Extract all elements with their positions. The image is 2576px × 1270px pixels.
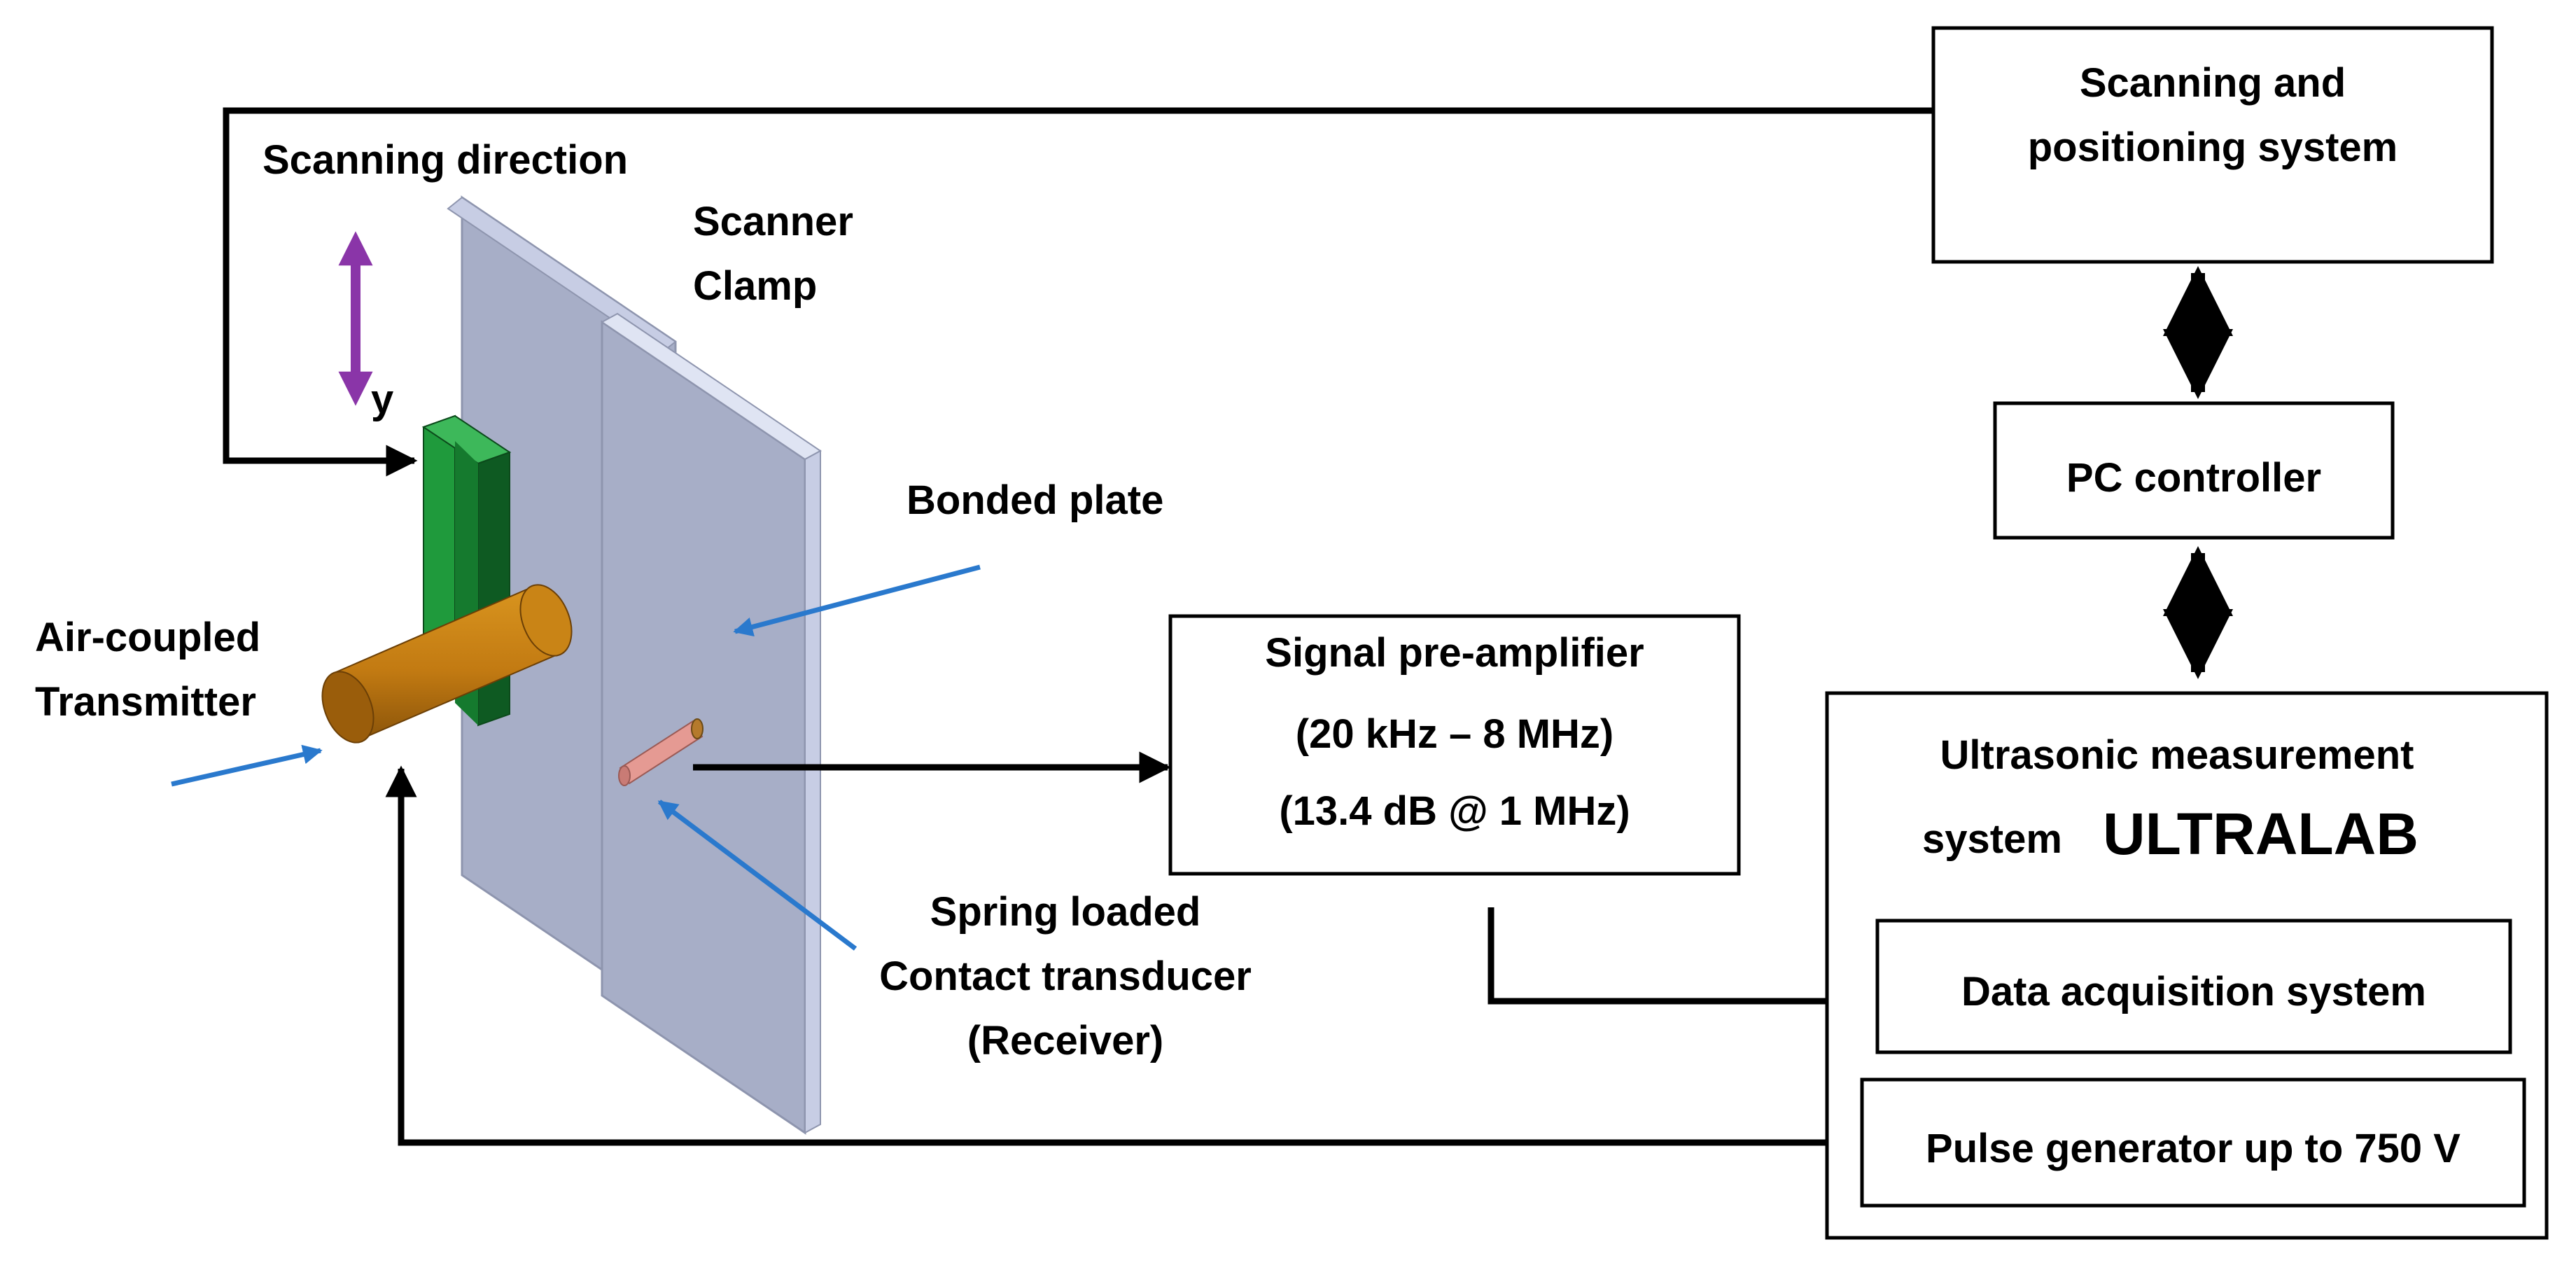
ultrasonic-system-word: system	[1922, 816, 2062, 862]
scanner-label: Scanner	[693, 199, 853, 244]
scanning-direction-label: Scanning direction	[262, 137, 628, 183]
pulse-to-transmitter-line	[385, 765, 1827, 1146]
receiver-transducer	[618, 718, 704, 786]
ultrasonic-system-title: Ultrasonic measurement	[1940, 732, 2414, 778]
preamp-to-acquisition-line	[1488, 907, 1827, 1005]
air-coupled-transmitter	[321, 584, 573, 744]
clamp-label: Clamp	[693, 263, 817, 309]
bonded-plate-label: Bonded plate	[906, 477, 1163, 523]
preamp-title: Signal pre-amplifier	[1265, 630, 1644, 676]
preamp-bandwidth: (20 kHz – 8 MHz)	[1296, 711, 1614, 757]
transmitter-label: Transmitter	[35, 679, 256, 725]
data-acquisition-label: Data acquisition system	[1961, 969, 2426, 1014]
scanning-system-title: Scanning and	[2080, 60, 2346, 106]
preamp-box	[1168, 614, 1741, 876]
pulse-generator-box	[1860, 1077, 2526, 1208]
positioning-system-title: positioning system	[2028, 125, 2398, 170]
receiver-pointer	[657, 800, 858, 951]
bonded-plate-pointer	[733, 564, 981, 637]
y-axis-label: y	[371, 377, 393, 422]
receiver-label: (Receiver)	[967, 1018, 1163, 1063]
preamp-gain: (13.4 dB @ 1 MHz)	[1279, 788, 1630, 834]
pc-controller-box	[1993, 401, 2395, 540]
scanner-to-clamp-line	[223, 107, 1933, 477]
scanning-system-box	[1931, 26, 2494, 264]
air-coupled-label: Air-coupled	[35, 615, 260, 660]
ultralab-brand: ULTRALAB	[2103, 801, 2418, 867]
pulse-generator-label: Pulse generator up to 750 V	[1926, 1126, 2460, 1171]
spring-loaded-label: Spring loaded	[930, 889, 1201, 935]
bonded-plate	[601, 312, 822, 1135]
pc-controller-label: PC controller	[2066, 455, 2321, 501]
contact-transducer-label: Contact transducer	[879, 954, 1252, 999]
data-acquisition-box	[1875, 919, 2512, 1054]
transmitter-pointer	[171, 744, 323, 787]
